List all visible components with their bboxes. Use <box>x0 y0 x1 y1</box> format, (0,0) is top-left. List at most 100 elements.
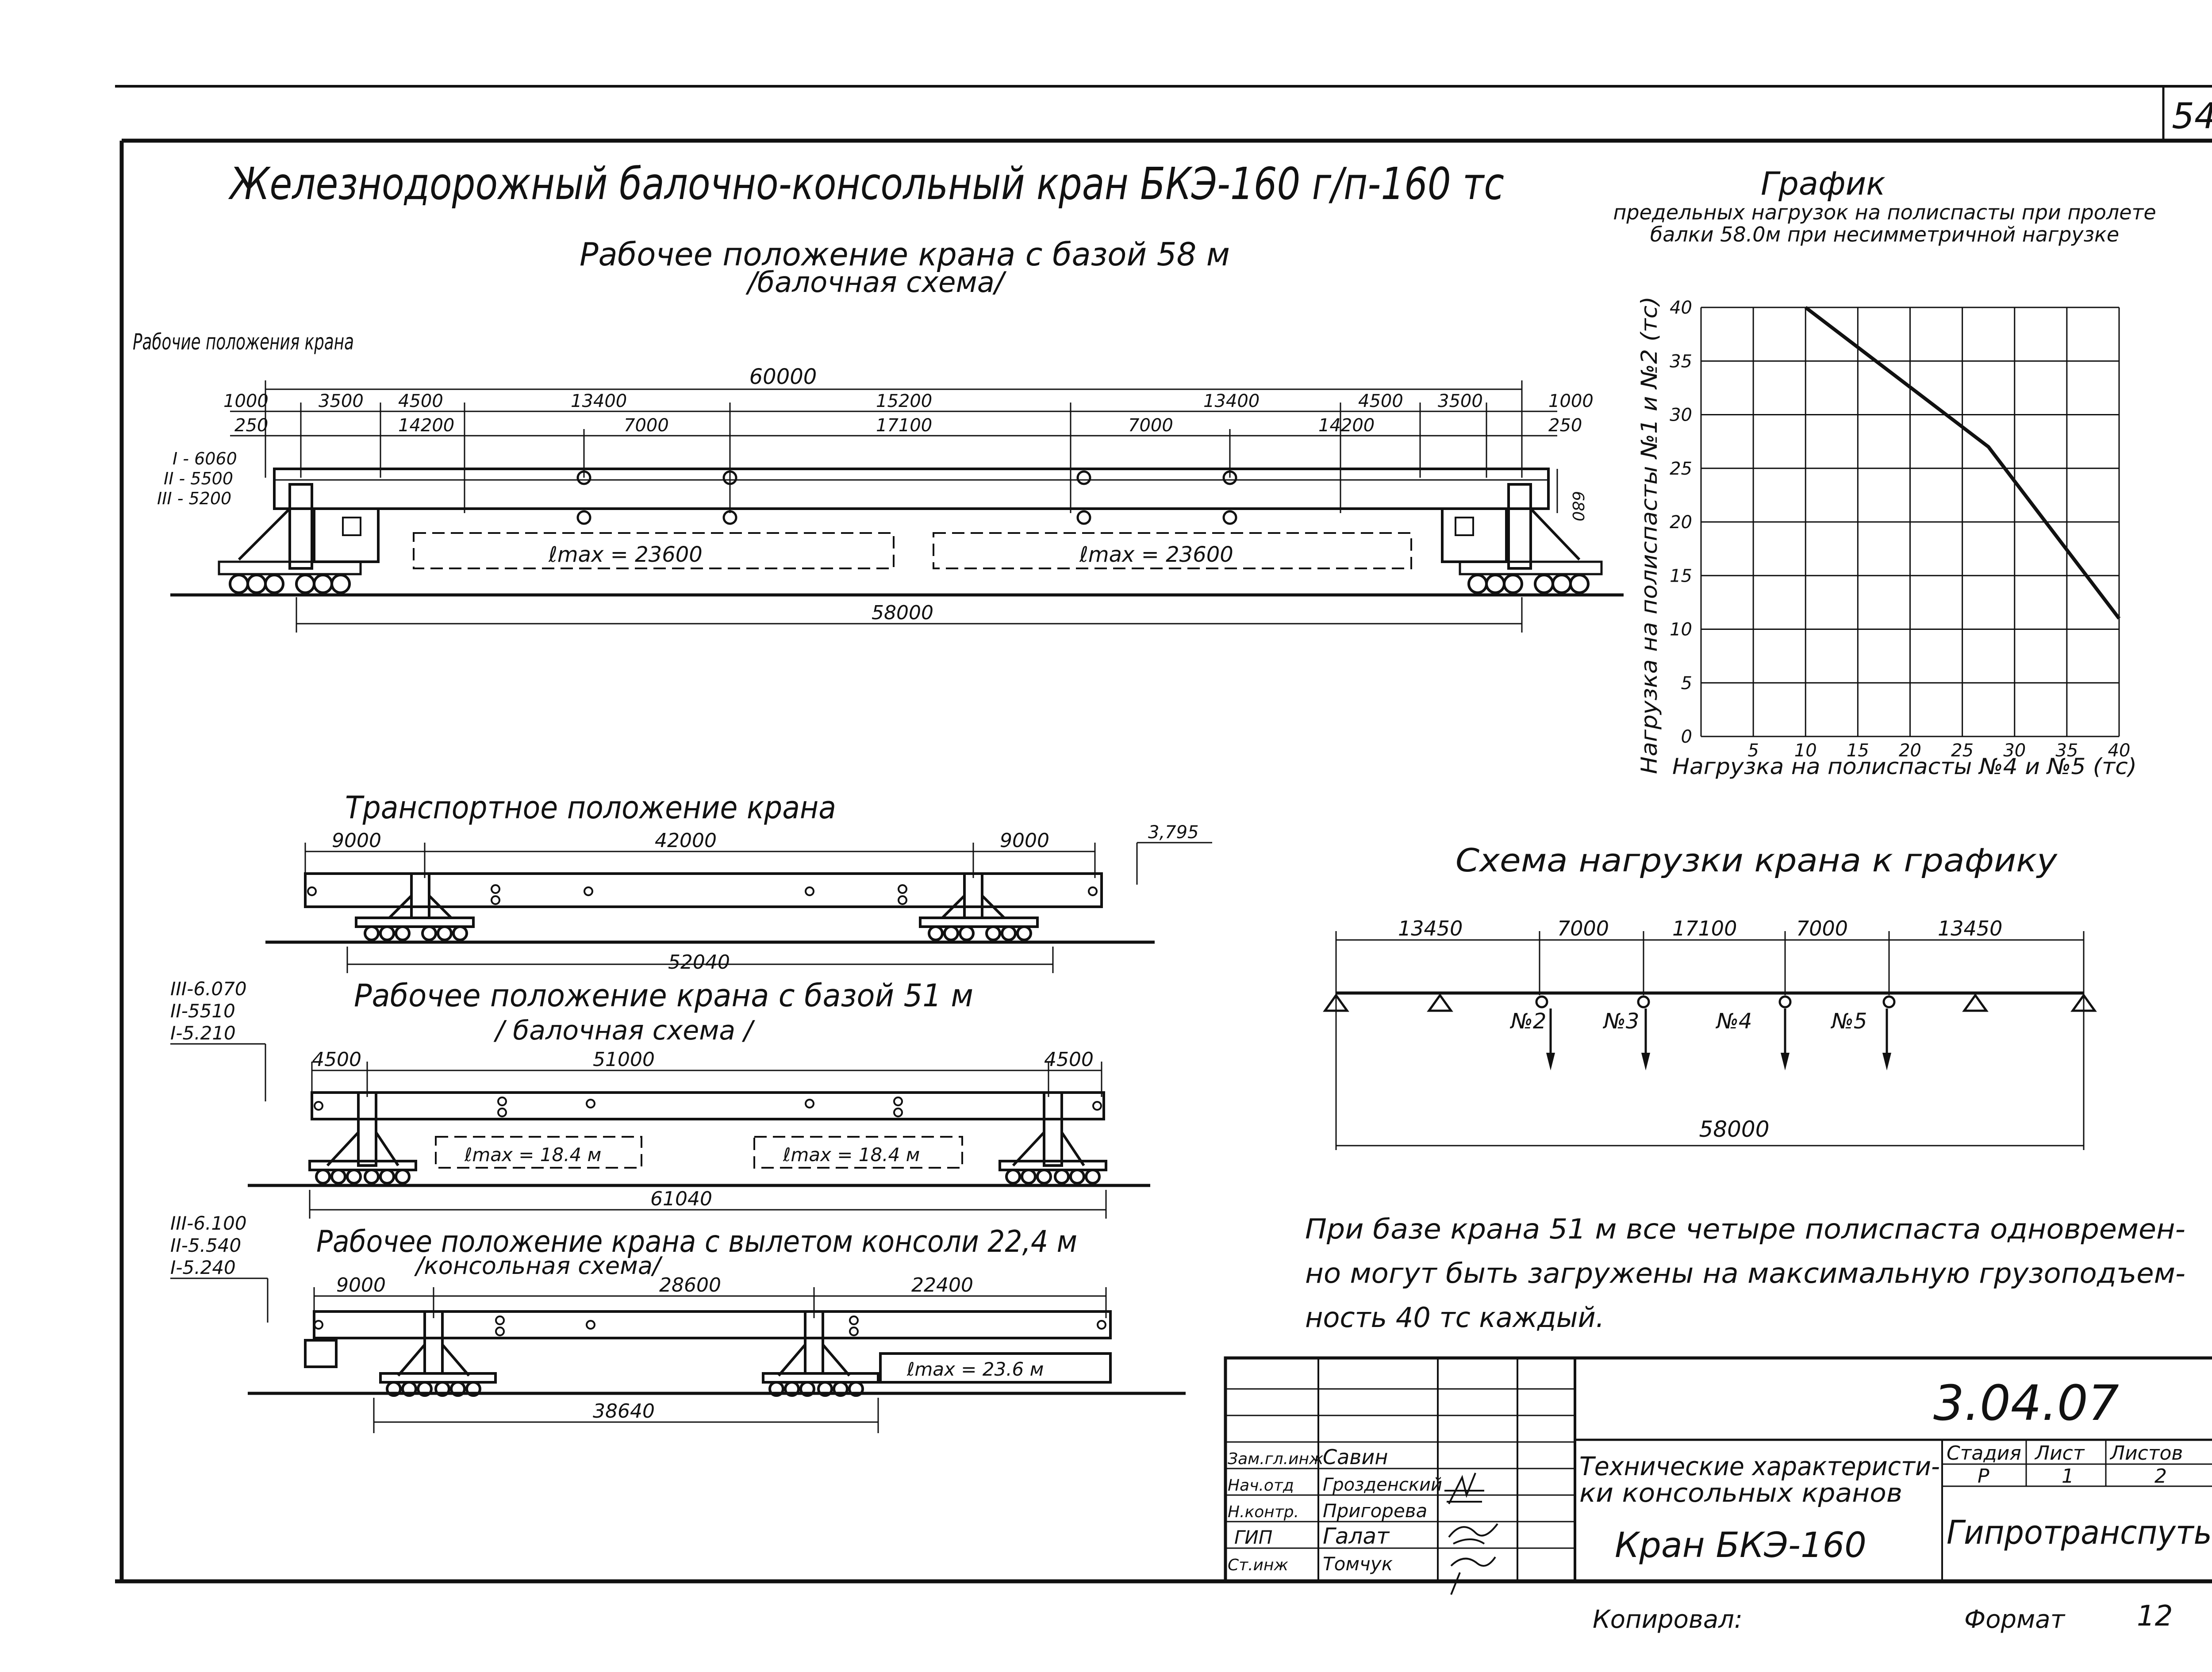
note-block: При базе крана 51 м все четыре полиспаст… <box>1305 1213 2185 1334</box>
name-3: Пригорева <box>1323 1500 1427 1522</box>
note-line-2: но могут быть загружены на максимальную … <box>1305 1257 2185 1289</box>
graph-title: График <box>1761 165 1886 202</box>
organization: Гипротранспуть <box>1947 1514 2212 1552</box>
item-name: Кран БКЭ-160 <box>1615 1526 1866 1565</box>
role-1: Зам.гл.инж <box>1228 1450 1324 1468</box>
working-51-lmax-left: ℓmax = 18.4 м <box>464 1144 601 1166</box>
role-5: Ст.инж <box>1228 1556 1288 1574</box>
dim-15200: 15200 <box>876 391 932 411</box>
dim-250-right: 250 <box>1548 415 1582 436</box>
working-58-title: Рабочее положение крана с базой 58 м <box>580 236 1230 273</box>
scheme-point-5: №5 <box>1830 1009 1867 1034</box>
graph-ytick-label: 40 <box>1670 298 1692 318</box>
scheme-dim-58000: 58000 <box>1699 1116 1769 1142</box>
signatures <box>1444 1473 1498 1595</box>
copied-label: Копировал: <box>1593 1605 1743 1634</box>
main-title: Железнодорожный балочно-консольный кран … <box>228 158 1504 210</box>
lmax-zone-left-58 <box>413 532 895 569</box>
transport-dim-52040: 52040 <box>668 951 730 974</box>
format-value: 12 <box>2137 1600 2173 1633</box>
dim-13400-left: 13400 <box>571 391 627 411</box>
transport-beam <box>304 872 1103 908</box>
working-cons-subtitle: /консольная схема/ <box>414 1252 663 1280</box>
working-positions-label: Рабочие положения крана <box>133 329 354 355</box>
scheme-point-3: №3 <box>1602 1009 1639 1034</box>
role-2: Нач.отд <box>1228 1476 1294 1495</box>
dim-58000: 58000 <box>872 602 933 624</box>
sheets-header: Листов <box>2109 1442 2183 1465</box>
working-51-dim-51000: 51000 <box>593 1048 655 1071</box>
working-51-dim-4500-right: 4500 <box>1044 1048 1094 1071</box>
graph-xtick-label: 25 <box>1951 740 1974 761</box>
graph-xtick-label: 15 <box>1847 740 1869 761</box>
dim-14200-right: 14200 <box>1318 415 1375 436</box>
sheet-header: Лист <box>2034 1442 2085 1465</box>
working-cons-dim-38640: 38640 <box>593 1400 655 1423</box>
left-trolley-58 <box>218 483 380 594</box>
transport-section: Транспортное положение крана 9000 42000 … <box>265 790 1212 974</box>
working-51-right-support <box>998 1091 1107 1185</box>
lmax-right-58: ℓmax = 23600 <box>1079 542 1233 567</box>
graph-xtick-label: 40 <box>2108 740 2131 761</box>
scheme-point-2: №2 <box>1509 1009 1546 1034</box>
graph-ytick-label: 35 <box>1670 351 1692 372</box>
graph-ytick-label: 20 <box>1670 512 1692 533</box>
scheme-supports <box>1323 993 2097 1012</box>
working-51-level-II: II-5510 <box>170 1000 235 1022</box>
working-cons-level-II: II-5.540 <box>170 1235 241 1256</box>
transport-right-support <box>919 872 1039 941</box>
working-cons-dim-28600: 28600 <box>659 1274 721 1296</box>
graph-xtick-label: 10 <box>1794 740 1817 761</box>
scheme-dim-13450-left: 13450 <box>1398 917 1463 940</box>
graph-ytick-label: 25 <box>1670 459 1692 479</box>
working-cons-title: Рабочее положение крана с вылетом консол… <box>316 1224 1077 1259</box>
working-cons-right-support <box>762 1310 879 1397</box>
working-58-subtitle: /балочная схема/ <box>745 266 1007 299</box>
doc-code: 3.04.07 <box>1933 1375 2119 1431</box>
stage-header: Стадия <box>1947 1442 2021 1465</box>
graph-xtick-label: 5 <box>1747 740 1759 761</box>
counterweight <box>304 1339 338 1368</box>
sheet-number: 54 <box>2172 96 2212 137</box>
working-51-dim-61040: 61040 <box>650 1188 712 1210</box>
dim-4500-left: 4500 <box>398 391 443 411</box>
dim-1000-right: 1000 <box>1548 391 1594 411</box>
name-2: Грозденский <box>1323 1475 1442 1495</box>
stage-value: Р <box>1978 1465 1989 1488</box>
role-4: ГИП <box>1234 1526 1272 1548</box>
working-console-section: Рабочее положение крана с вылетом консол… <box>170 1212 1186 1433</box>
working-51-dim-4500-left: 4500 <box>312 1048 361 1071</box>
graph-ylabel: Нагрузка на полиспасты №1 и №2 (тс) <box>1636 296 1662 774</box>
sheets-value: 2 <box>2154 1465 2167 1488</box>
graph-xtick-label: 30 <box>2003 740 2026 761</box>
transport-level: 3,795 <box>1148 822 1199 843</box>
transport-dim-9000-right: 9000 <box>1000 829 1049 852</box>
hooks-58 <box>576 470 1237 525</box>
working-51-level-I: I-5.210 <box>170 1022 236 1044</box>
working-cons-dim-22400: 22400 <box>911 1274 973 1296</box>
format-label: Формат <box>1964 1605 2066 1634</box>
working-cons-left-support <box>379 1310 497 1397</box>
note-line-1: При базе крана 51 м все четыре полиспаст… <box>1305 1213 2185 1245</box>
dim-13400-right: 13400 <box>1203 391 1260 411</box>
graph-xtick-label: 35 <box>2055 740 2078 761</box>
transport-title: Транспортное положение крана <box>345 790 836 826</box>
graph-xlabel: Нагрузка на полиспасты №4 и №5 (тс) <box>1672 754 2137 779</box>
right-trolley-58 <box>1441 483 1603 594</box>
level-I: I - 6060 <box>173 449 237 468</box>
note-line-3: ность 40 тс каждый. <box>1305 1301 1605 1334</box>
working-58-section: Рабочее положение крана с базой 58 м /ба… <box>133 236 1624 633</box>
lmax-zone-console <box>879 1352 1112 1384</box>
graph-ytick-label: 10 <box>1670 620 1692 640</box>
dim-4500-right: 4500 <box>1358 391 1403 411</box>
graph-series-line <box>1804 306 2121 620</box>
dim-680: 680 <box>1569 491 1587 522</box>
working-cons-level-I: I-5.240 <box>170 1257 236 1278</box>
working-51-section: Рабочее положение крана с базой 51 м / б… <box>170 978 1150 1219</box>
dim-7000-left: 7000 <box>624 415 669 436</box>
name-1: Савин <box>1323 1445 1388 1469</box>
working-cons-dim-9000: 9000 <box>336 1274 386 1296</box>
graph-ytick-label: 30 <box>1670 405 1692 426</box>
transport-dim-9000-left: 9000 <box>332 829 381 852</box>
